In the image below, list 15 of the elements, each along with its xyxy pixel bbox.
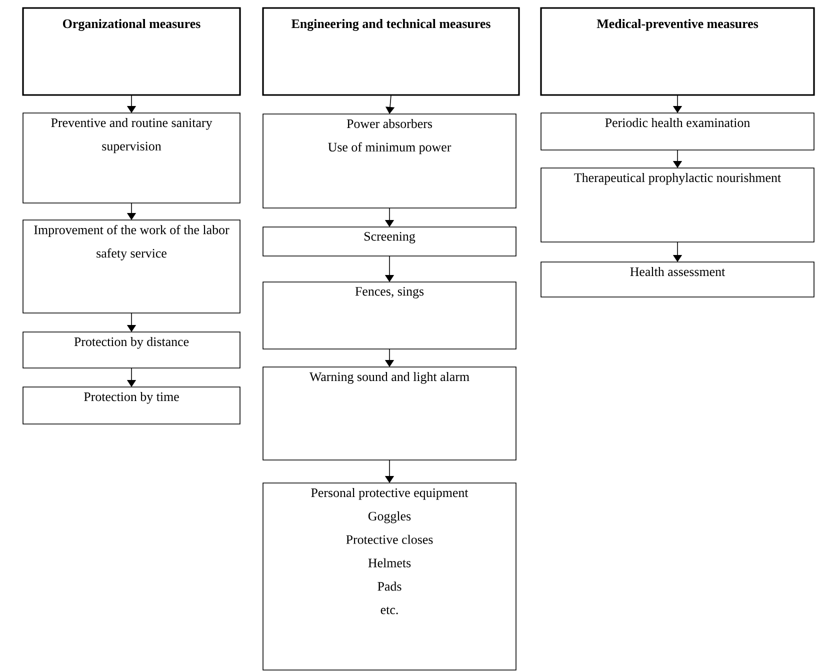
measure-box: Screening — [262, 226, 516, 256]
heading-box: Organizational measures — [22, 7, 241, 96]
measure-box: Personal protective equipment Goggles Protective closes Helmets Pads etc. — [262, 482, 516, 670]
measure-box: Periodic health examination — [540, 112, 814, 150]
measure-box: Fences, sings — [262, 282, 516, 350]
measure-box: Therapeutical prophylactic nourishment — [540, 168, 814, 242]
heading-box: Engineering and technical measures — [262, 7, 520, 96]
heading-box: Medical-preventive measures — [540, 7, 815, 96]
measure-box: Protection by time — [22, 386, 240, 424]
measure-box: Warning sound and light alarm — [262, 366, 516, 460]
measure-box: Health assessment — [540, 262, 814, 298]
measure-box: Improvement of the work of the labor safety service — [22, 220, 240, 314]
measure-box: Preventive and routine sanitary supervision — [22, 112, 240, 204]
measure-box: Power absorbers Use of minimum power — [262, 114, 516, 208]
measure-box: Protection by distance — [22, 332, 240, 368]
